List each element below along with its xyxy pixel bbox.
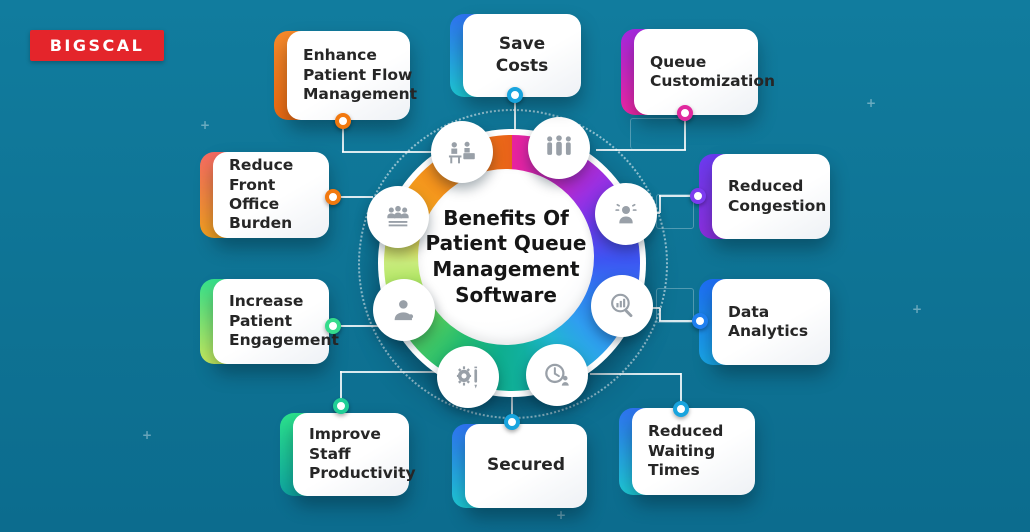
reception-desk-icon — [431, 121, 493, 183]
card-label: Save Costs — [495, 34, 549, 76]
card-reduced-waiting-times: Reduced Waiting Times — [619, 408, 755, 495]
connector-line — [596, 149, 686, 151]
deco-plus: + — [912, 302, 923, 316]
card-improve-staff-productivity: Improve Staff Productivity — [280, 413, 416, 496]
connector-dot — [325, 189, 341, 205]
deco-plus: + — [142, 428, 153, 442]
connector-line — [341, 196, 373, 198]
card-secured: Secured — [452, 424, 587, 508]
card-label: Data Analytics — [728, 302, 809, 340]
deco-corner — [630, 118, 685, 149]
card-increase-patient-engagement: Increase Patient Engagement — [200, 279, 339, 364]
card-reduce-front-office-burden: Reduce Front Office Burden — [200, 152, 329, 238]
card-label: Secured — [486, 455, 566, 476]
connector-dot — [692, 313, 708, 329]
connector-line — [342, 151, 438, 153]
card-label: Reduced Waiting Times — [648, 422, 724, 480]
connector-dot — [690, 188, 706, 204]
connector-line — [659, 320, 694, 322]
card-enhance-patient-flow: Enhance Patient Flow Management — [274, 31, 417, 120]
card-label: Enhance Patient Flow Management — [303, 46, 418, 104]
productivity-gear-icon — [437, 346, 499, 408]
analytics-magnifier-icon — [591, 275, 653, 337]
connector-dot — [504, 414, 520, 430]
wheel-center: Benefits Of Patient Queue Management Sof… — [418, 169, 594, 345]
waiting-clock-icon — [526, 344, 588, 406]
connector-line — [340, 371, 342, 400]
infographic-title: Benefits Of Patient Queue Management Sof… — [425, 205, 587, 307]
connector-line — [341, 325, 381, 327]
connector-line — [684, 113, 686, 150]
connector-line — [659, 308, 661, 321]
deco-plus: + — [866, 96, 877, 110]
connector-line — [680, 373, 682, 402]
card-label: Improve Staff Productivity — [309, 425, 416, 483]
connector-dot — [325, 318, 341, 334]
connector-dot — [335, 113, 351, 129]
connector-line — [340, 371, 441, 373]
card-label: Increase Patient Engagement — [229, 292, 339, 350]
connector-line — [659, 195, 661, 213]
front-office-group-icon — [367, 186, 429, 248]
deco-plus: + — [200, 118, 211, 132]
card-label: Reduce Front Office Burden — [229, 156, 294, 233]
deco-plus: + — [556, 508, 567, 522]
connector-dot — [507, 87, 523, 103]
connector-line — [342, 121, 344, 152]
card-label: Queue Customization — [650, 52, 776, 90]
congestion-alert-icon — [595, 183, 657, 245]
card-queue-customization: Queue Customization — [621, 29, 775, 115]
bigscal-logo: BIGSCAL — [30, 30, 164, 61]
patient-icon — [373, 279, 435, 341]
connector-dot — [677, 105, 693, 121]
connector-dot — [673, 401, 689, 417]
benefits-wheel: Benefits Of Patient Queue Management Sof… — [378, 129, 646, 397]
card-label: Reduced Congestion — [728, 177, 827, 215]
connector-dot — [333, 398, 349, 414]
patient-queue-icon — [528, 117, 590, 179]
card-reduced-congestion: Reduced Congestion — [699, 154, 830, 239]
connector-line — [659, 195, 692, 197]
card-save-costs: Save Costs — [450, 14, 581, 97]
card-data-analytics: Data Analytics — [699, 279, 830, 365]
logo-text: BIGSCAL — [49, 36, 145, 55]
connector-line — [590, 373, 681, 375]
